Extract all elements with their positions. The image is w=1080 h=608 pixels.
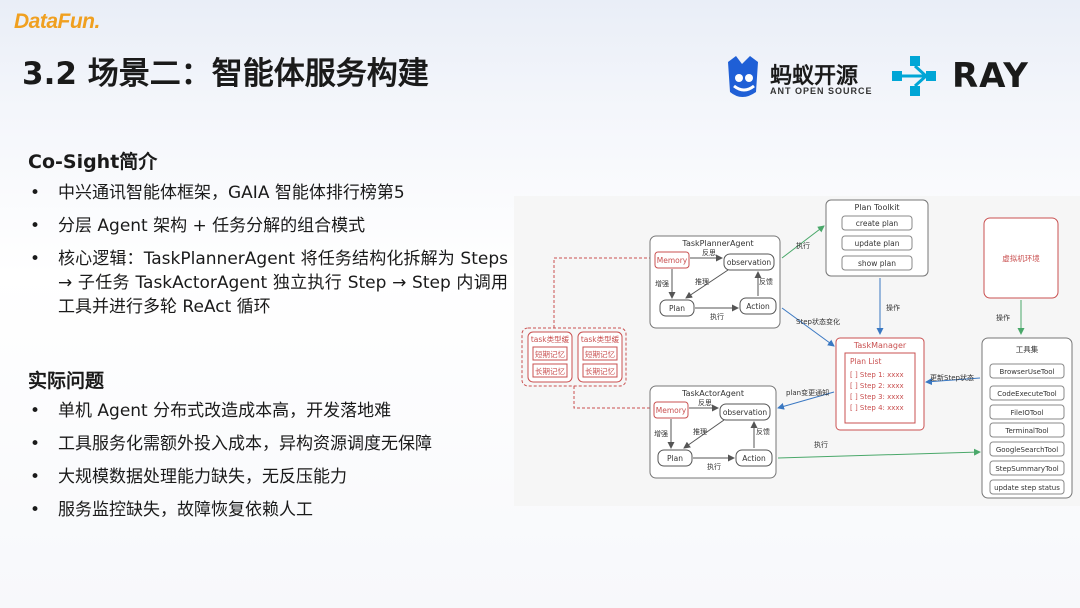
zhixing-label: 执行 (814, 440, 828, 449)
tool-item: CodeExecuteTool (997, 390, 1057, 398)
fansi-label: 反思 (702, 248, 716, 257)
cosight-list: 中兴通讯智能体框架，GAIA 智能体排行榜第5 分层 Agent 架构 + 任务… (28, 181, 508, 328)
step-item: [ ] Step 2: xxxx (850, 382, 904, 390)
mem-type-label: task类型缓 (531, 334, 570, 344)
ray-icon (892, 56, 936, 96)
list-item: 大规模数据处理能力缺失，无反压能力 (28, 465, 508, 489)
caozuo-label: 操作 (996, 313, 1010, 322)
short-mem-label: 短期记忆 (535, 349, 565, 359)
tool-item: StepSummaryTool (995, 465, 1058, 473)
fankui-label: 反馈 (756, 427, 770, 436)
task-manager-title: TaskManager (853, 341, 907, 350)
long-mem-label: 长期记忆 (535, 366, 565, 376)
ray-logo-text: RAY (952, 56, 1029, 96)
mem-type-label: task类型缓 (581, 334, 620, 344)
page-title: 3.2 场景二：智能体服务构建 (22, 56, 429, 92)
list-item: 中兴通讯智能体框架，GAIA 智能体排行榜第5 (28, 181, 508, 205)
plan-toolkit-title: Plan Toolkit (854, 203, 899, 212)
tool-item: FileIOTool (1011, 409, 1044, 417)
plan-box: Plan (667, 454, 683, 463)
problems-heading: 实际问题 (28, 370, 105, 392)
problems-list: 单机 Agent 分布式改造成本高，开发落地难 工具服务化需额外投入成本，异构资… (28, 399, 508, 531)
list-item: 分层 Agent 架构 + 任务分解的组合模式 (28, 214, 508, 238)
architecture-diagram: task类型缓 task类型缓 短期记忆 短期记忆 长期记忆 长期记忆 Task… (514, 196, 1080, 506)
update-step-label: 更新Step状态 (930, 373, 974, 382)
step-change-label: Step状态变化 (796, 317, 840, 326)
zengqiang-label: 增强 (655, 279, 669, 288)
ant-open-source-icon (728, 56, 758, 97)
memory-box: Memory (657, 256, 688, 265)
datafun-logo: DataFun. (14, 10, 100, 33)
action-box: Action (742, 454, 766, 463)
tool-item: update step status (994, 484, 1060, 492)
list-item: 核心逻辑：TaskPlannerAgent 将任务结构化拆解为 Steps → … (28, 247, 508, 319)
show-plan-item: show plan (858, 259, 896, 268)
update-plan-item: update plan (854, 239, 899, 248)
sandbox-label: 虚拟机环境 (1002, 253, 1040, 263)
step-item: [ ] Step 1: xxxx (850, 371, 904, 379)
fansi-label: 反思 (698, 398, 712, 407)
memory-box: Memory (656, 406, 687, 415)
zhixing-label: 执行 (796, 241, 810, 250)
tuili-label: 推理 (695, 277, 709, 286)
zhixing-label: 执行 (707, 462, 721, 471)
tool-item: BrowserUseTool (999, 368, 1054, 376)
zengqiang-label: 增强 (654, 429, 668, 438)
cosight-heading: Co-Sight简介 (28, 151, 158, 173)
plan-box: Plan (669, 304, 685, 313)
list-item: 服务监控缺失，故障恢复依赖人工 (28, 498, 508, 522)
ant-open-source-cn: 蚂蚁开源 (770, 64, 859, 89)
tool-item: TerminalTool (1004, 427, 1048, 435)
plan-notice-label: plan变更通知 (786, 388, 829, 397)
list-item: 单机 Agent 分布式改造成本高，开发落地难 (28, 399, 508, 423)
tool-item: GoogleSearchTool (996, 446, 1058, 454)
tuili-label: 推理 (693, 427, 707, 436)
ant-open-source-en: ANT OPEN SOURCE (770, 86, 873, 96)
tools-title: 工具集 (1016, 344, 1039, 354)
observation-box: observation (723, 408, 768, 417)
zhixing-label: 执行 (710, 312, 724, 321)
step-item: [ ] Step 3: xxxx (850, 393, 904, 401)
fankui-label: 反馈 (759, 277, 773, 286)
step-item: [ ] Step 4: xxxx (850, 404, 904, 412)
observation-box: observation (727, 258, 772, 267)
short-mem-label: 短期记忆 (585, 349, 615, 359)
long-mem-label: 长期记忆 (585, 366, 615, 376)
caozuo-label: 操作 (886, 303, 900, 312)
actor-title: TaskActorAgent (681, 389, 744, 398)
planner-title: TaskPlannerAgent (681, 239, 753, 248)
list-item: 工具服务化需额外投入成本，异构资源调度无保障 (28, 432, 508, 456)
action-box: Action (746, 302, 770, 311)
create-plan-item: create plan (856, 219, 899, 228)
plan-list-label: Plan List (850, 357, 882, 366)
